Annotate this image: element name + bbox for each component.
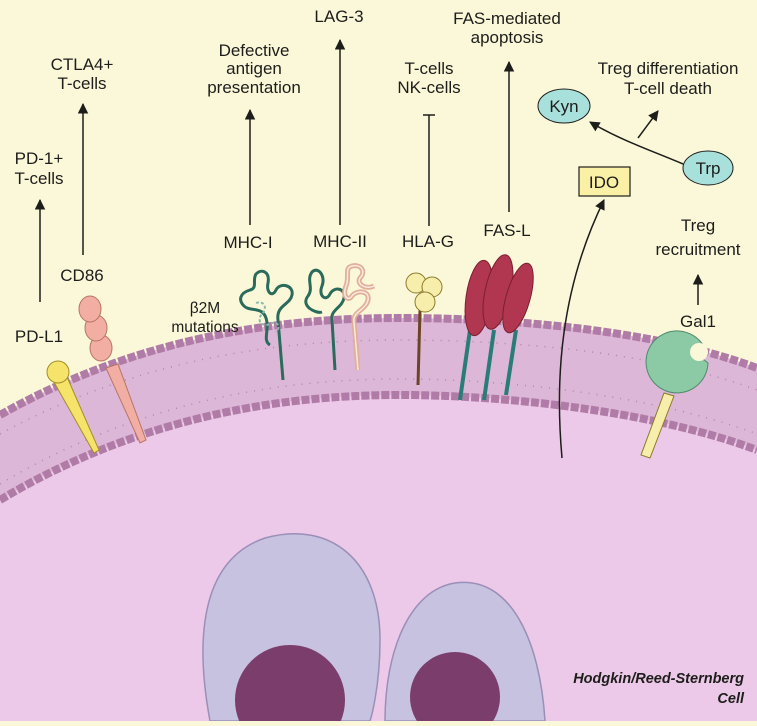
pdl1-target-line1: PD-1+ [15,149,64,168]
fasl-target-line1: FAS-mediated [453,9,561,28]
nucleolus-right [410,652,500,721]
hlag-target-line1: T-cells [404,59,453,78]
hlag-label: HLA-G [402,232,454,251]
mhc2-label: MHC-II [313,232,367,251]
fasl-molecule [458,254,534,401]
mhc1-target-line2: antigen [226,59,282,78]
trp-to-kyn-arrow [589,121,684,165]
gal1-molecule [640,330,709,459]
nucleus [202,533,546,721]
mhc1-molecule [239,269,294,381]
cell-caption-line1: Hodgkin/Reed-Sternberg [573,671,744,687]
ido-label: IDO [589,173,619,192]
cd86-label: CD86 [60,266,103,285]
pdl1-molecule [46,360,100,454]
fasl-label: FAS-L [483,221,530,240]
gal1-effect-line2: recruitment [655,240,740,259]
fasl-target-line2: apoptosis [471,28,544,47]
ido-effect-line1: Treg differentiation [598,59,739,78]
cell-caption-line2: Cell [717,691,745,707]
pdl1-target-line2: T-cells [14,169,63,188]
ido-effect-arrow [637,110,659,139]
kyn-label: Kyn [549,97,578,116]
ido-secretion-arrow [558,199,605,459]
hlag-target-line2: NK-cells [397,78,460,97]
mhc1-target-line3: presentation [207,78,301,97]
cd86-target-line2: T-cells [57,74,106,93]
nucleolus-left [235,645,345,721]
hlag-molecule [405,272,443,386]
cd86-molecule [78,295,147,444]
gal1-label: Gal1 [680,312,716,331]
b2m-dashed [255,301,280,333]
b2m-label-line2: mutations [171,319,238,336]
pdl1-label: PD-L1 [15,327,63,346]
mhc2-molecule [304,263,376,371]
mhc1-target-line1: Defective [219,41,290,60]
b2m-label-line1: β2M [190,300,220,317]
trp-bubble [682,150,734,186]
cd86-target-line1: CTLA4+ [51,55,114,74]
ido-box [578,166,631,197]
kyn-bubble [537,88,591,124]
gal1-effect-line1: Treg [681,216,715,235]
mhc1-label: MHC-I [223,233,272,252]
mhc2-target-line1: LAG-3 [314,7,363,26]
ido-effect-line2: T-cell death [624,79,712,98]
trp-label: Trp [696,159,721,178]
